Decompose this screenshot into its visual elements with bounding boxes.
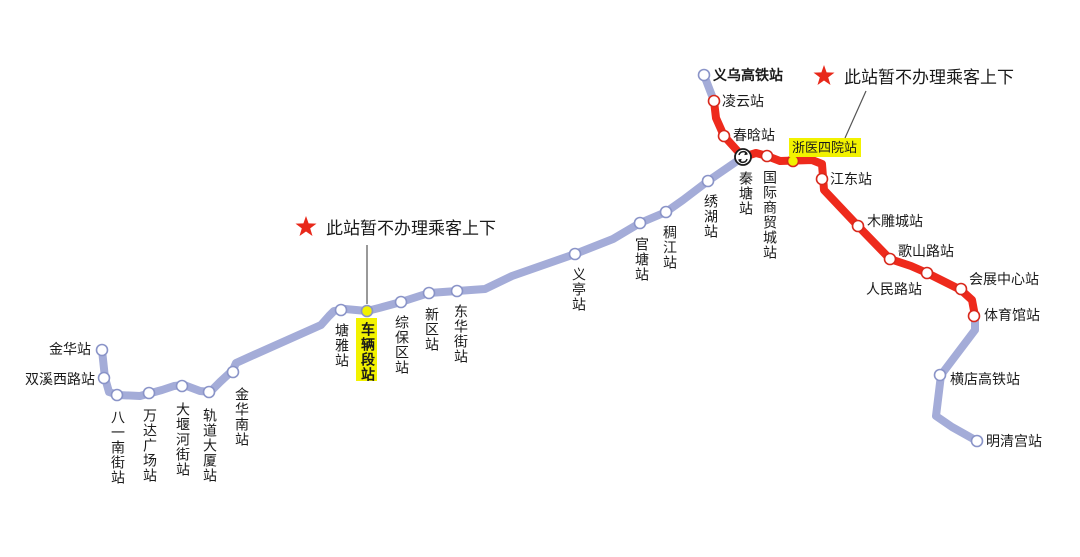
notice-east-text: 此站暂不办理乘客上下 [844, 68, 1014, 88]
station-label-yiwu-gaotie: 义乌高铁站 [713, 67, 783, 84]
station-label-mingqing-gong: 明清宫站 [986, 434, 1042, 450]
route-line-grey-south [932, 312, 981, 445]
station-label-jiangdong: 江东站 [830, 172, 872, 188]
route-line-red-north [710, 97, 747, 161]
station-marker-tangya[interactable] [334, 303, 348, 317]
station-label-yiting: 义亭站 [570, 267, 586, 312]
station-marker-lingyun[interactable] [707, 94, 721, 108]
station-marker-dayanhe-jie[interactable] [175, 379, 189, 393]
station-marker-tiyuguan[interactable] [967, 309, 981, 323]
station-label-guoji-shangmaocheng: 国际商贸城站 [761, 170, 777, 260]
route-line-grey-main [98, 153, 747, 400]
station-marker-geshan-lu[interactable] [883, 252, 897, 266]
station-label-tangya: 塘雅站 [333, 323, 349, 368]
station-marker-jiangdong[interactable] [815, 172, 829, 186]
station-marker-choujiang[interactable] [659, 205, 673, 219]
station-label-xiuhu: 绣湖站 [702, 194, 718, 239]
station-label-choujiang: 稠江站 [661, 225, 677, 270]
notice-east: 此站暂不办理乘客上下 [813, 65, 1014, 139]
station-marker-huizhan-zhongxin[interactable] [954, 282, 968, 296]
highlight-box-chelianduan [356, 318, 377, 381]
station-label-hengdian-gaotie: 横店高铁站 [950, 371, 1020, 388]
station-marker-yiwu-gaotie[interactable] [697, 68, 711, 82]
station-marker-donghua-jie[interactable] [450, 284, 464, 298]
station-label-zheyi-siyuan: 浙医四院站 [792, 141, 857, 156]
station-label-xinqu: 新区站 [423, 307, 439, 352]
station-marker-xiuhu[interactable] [701, 174, 715, 188]
station-label-chunhan: 春晗站 [733, 127, 775, 144]
notice-west: 此站暂不办理乘客上下 [295, 216, 496, 304]
notice-east-pointer [844, 90, 867, 139]
station-label-lingyun: 凌云站 [722, 94, 764, 110]
notice-west-text: 此站暂不办理乘客上下 [326, 219, 496, 239]
station-marker-guantang[interactable] [633, 216, 647, 230]
station-marker-mingqing-gong[interactable] [970, 434, 984, 448]
station-marker-chelianduan[interactable] [360, 304, 374, 318]
station-marker-guidao-dasha[interactable] [202, 385, 216, 399]
station-label-geshan-lu: 歌山路站 [898, 244, 954, 260]
station-marker-mudiao-cheng[interactable] [851, 219, 865, 233]
station-label-mudiao-cheng: 木雕城站 [867, 214, 923, 230]
station-marker-renmin-lu[interactable] [920, 266, 934, 280]
station-marker-hengdian-gaotie[interactable] [933, 368, 947, 382]
star-icon [813, 65, 835, 85]
station-marker-wanda-guangchang[interactable] [142, 386, 156, 400]
station-label-dayanhe-jie: 大堰河街站 [174, 402, 190, 477]
station-marker-jinhua[interactable] [95, 343, 109, 357]
star-icon [295, 216, 317, 236]
station-label-renmin-lu: 人民路站 [866, 282, 922, 298]
station-marker-guoji-shangmaocheng[interactable] [760, 149, 774, 163]
station-label-tiyuguan: 体育馆站 [984, 308, 1040, 324]
station-label-guantang: 官塘站 [633, 237, 649, 282]
station-marker-jinhua-nan[interactable] [226, 365, 240, 379]
highlight-box-zheyi-siyuan [789, 138, 861, 157]
transfer-icon[interactable] [734, 148, 752, 166]
station-marker-zheyi-siyuan[interactable] [786, 154, 800, 168]
station-label-jinhua: 金华站 [49, 342, 91, 358]
station-label-huizhan-zhongxin: 会展中心站 [969, 272, 1039, 288]
station-markers [95, 68, 984, 448]
station-marker-xinqu[interactable] [422, 286, 436, 300]
station-marker-chunhan[interactable] [717, 129, 731, 143]
station-label-jinhua-nan: 金华南站 [233, 387, 249, 447]
station-label-qintang: 秦塘站 [737, 171, 753, 216]
station-label-chelianduan: 车辆段站 [359, 321, 375, 382]
station-marker-zongbaoqu[interactable] [394, 295, 408, 309]
station-marker-yiting[interactable] [568, 247, 582, 261]
station-label-guidao-dasha: 轨道大厦站 [201, 408, 217, 483]
station-label-donghua-jie: 东华街站 [452, 304, 468, 364]
red-station-markers [707, 94, 981, 323]
station-label-shuangxi-xilu: 双溪西路站 [25, 372, 95, 388]
station-label-bayi-nanjie: 八一南街站 [109, 410, 125, 485]
station-marker-shuangxi-xilu[interactable] [97, 371, 111, 385]
station-marker-bayi-nanjie[interactable] [110, 388, 124, 402]
station-label-wanda-guangchang: 万达广场站 [141, 408, 157, 483]
station-label-zongbaoqu: 综保区站 [393, 315, 409, 375]
